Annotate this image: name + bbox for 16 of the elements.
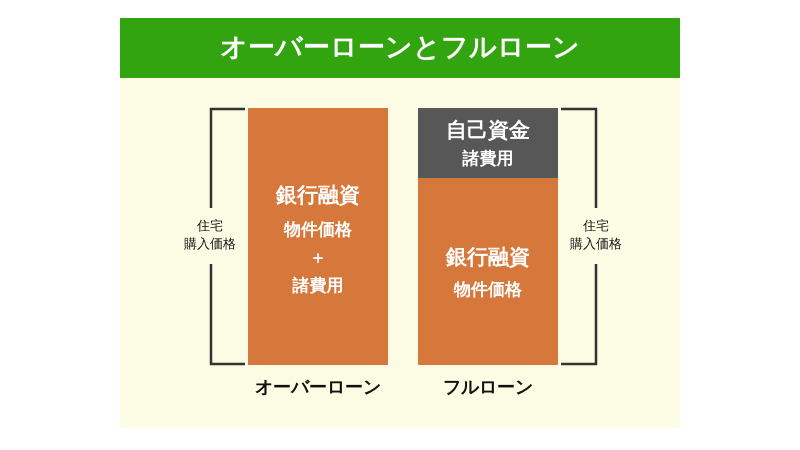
title-bar: オーバーローンとフルローン [120,18,680,78]
bar-heading: 銀行融資 [446,244,530,270]
bracket-label: 住宅購入価格 [183,218,237,254]
bar-segment [418,178,558,365]
bracket-label: 住宅購入価格 [569,218,623,254]
bar-segment [248,108,388,365]
bar-text: 諸費用 [292,274,344,298]
bar-caption: フルローン [442,376,534,400]
bar-text: 物件価格 [284,218,352,242]
bar-heading: 自己資金 [446,117,530,144]
bar-caption: オーバーローン [254,376,382,400]
bar-heading: 銀行融資 [276,182,360,208]
bar-text: ＋ [310,246,326,270]
bar-segment [418,108,558,178]
bar-text: 諸費用 [462,148,514,171]
bar-text: 物件価格 [454,278,522,302]
